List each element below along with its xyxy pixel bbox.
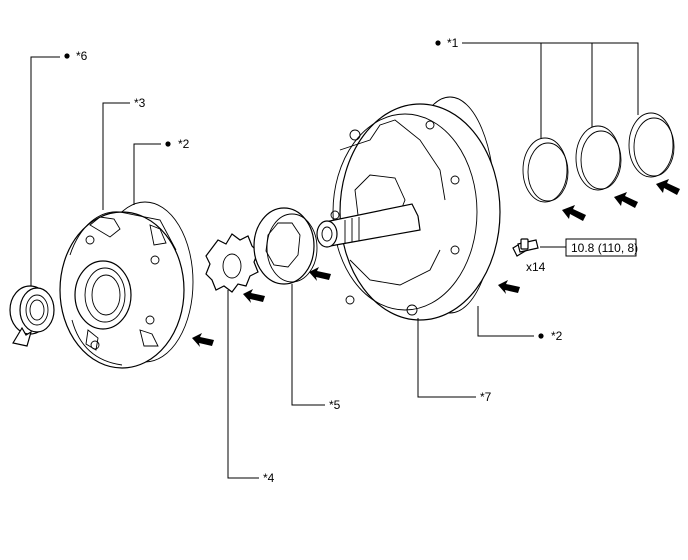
- bullet-icon: [435, 40, 441, 46]
- svg-text:*4: *4: [263, 471, 275, 485]
- callout-1: *1: [435, 36, 639, 138]
- callout-4: *4: [227, 290, 275, 485]
- torque-spec-box: [565, 238, 637, 257]
- svg-text:*2: *2: [178, 137, 190, 151]
- pump-body-part: [59, 201, 194, 369]
- oil-seal-direction-icon: [12, 326, 32, 347]
- callout-5: *5: [291, 284, 341, 412]
- install-arrow-icon: [498, 280, 520, 294]
- callout-6: *6: [30, 49, 88, 286]
- callout-2-lower: *2: [477, 306, 563, 343]
- torque-spec: 10.8 (110, 8): [571, 241, 638, 255]
- oil-seal-part: [9, 285, 55, 335]
- svg-text:*2: *2: [551, 329, 563, 343]
- bullet-icon: [538, 333, 544, 339]
- callout-2-upper: *2: [133, 137, 190, 205]
- install-arrow-icon: [614, 192, 638, 208]
- svg-text:*6: *6: [76, 49, 88, 63]
- callout-3: *3: [102, 96, 146, 210]
- drive-gear-part: [205, 233, 259, 293]
- install-arrow-icon: [656, 179, 680, 195]
- callout-7: *7: [417, 318, 492, 404]
- driven-gear-part: [253, 207, 318, 285]
- install-arrow-icon: [309, 267, 331, 281]
- bolt-quantity: x14: [526, 260, 546, 274]
- seal-rings-part: [522, 112, 675, 203]
- install-arrow-icon: [243, 289, 265, 303]
- torque-callout: 10.8 (110, 8) x14: [526, 238, 638, 274]
- stator-shaft-part: [316, 96, 501, 321]
- bullet-icon: [64, 53, 70, 59]
- install-arrow-icon: [562, 205, 586, 221]
- bullet-icon: [165, 141, 171, 147]
- svg-text:*1: *1: [447, 36, 459, 50]
- svg-text:*7: *7: [480, 390, 492, 404]
- svg-text:*3: *3: [134, 96, 146, 110]
- install-arrow-icon: [192, 333, 214, 347]
- flange-bolt-icon: [512, 238, 539, 257]
- svg-text:*5: *5: [329, 398, 341, 412]
